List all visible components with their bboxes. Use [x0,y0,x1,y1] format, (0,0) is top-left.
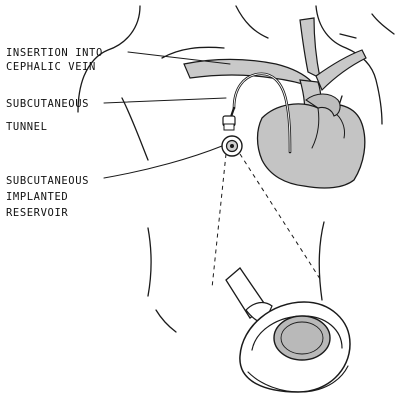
label-tunnel-line1: SUBCUTANEOUS [6,98,89,110]
label-reservoir-line3: RESERVOIR [6,207,68,219]
label-insertion-line2: CEPHALIC VEIN [6,61,96,73]
label-insertion-line1: INSERTION INTO [6,47,103,59]
label-reservoir-line2: IMPLANTED [6,191,68,203]
label-insertion: INSERTION INTO CEPHALIC VEIN [6,47,103,73]
subclavian-vein [184,60,316,89]
enlarged-reservoir [226,268,350,392]
label-tunnel: SUBCUTANEOUS TUNNEL [6,98,89,133]
label-reservoir-line1: SUBCUTANEOUS [6,175,89,187]
label-reservoir: SUBCUTANEOUS IMPLANTED RESERVOIR [6,175,89,219]
label-tunnel-line2: TUNNEL [6,121,48,133]
heart [258,104,365,188]
port-connector [223,116,235,130]
left-brachiocephalic-vein [316,50,366,90]
enlarged-reservoir-septum [274,316,330,360]
implanted-reservoir [222,136,242,156]
jugular-vein [300,18,320,78]
leader-reservoir [104,146,222,178]
leader-insertion [128,52,230,64]
